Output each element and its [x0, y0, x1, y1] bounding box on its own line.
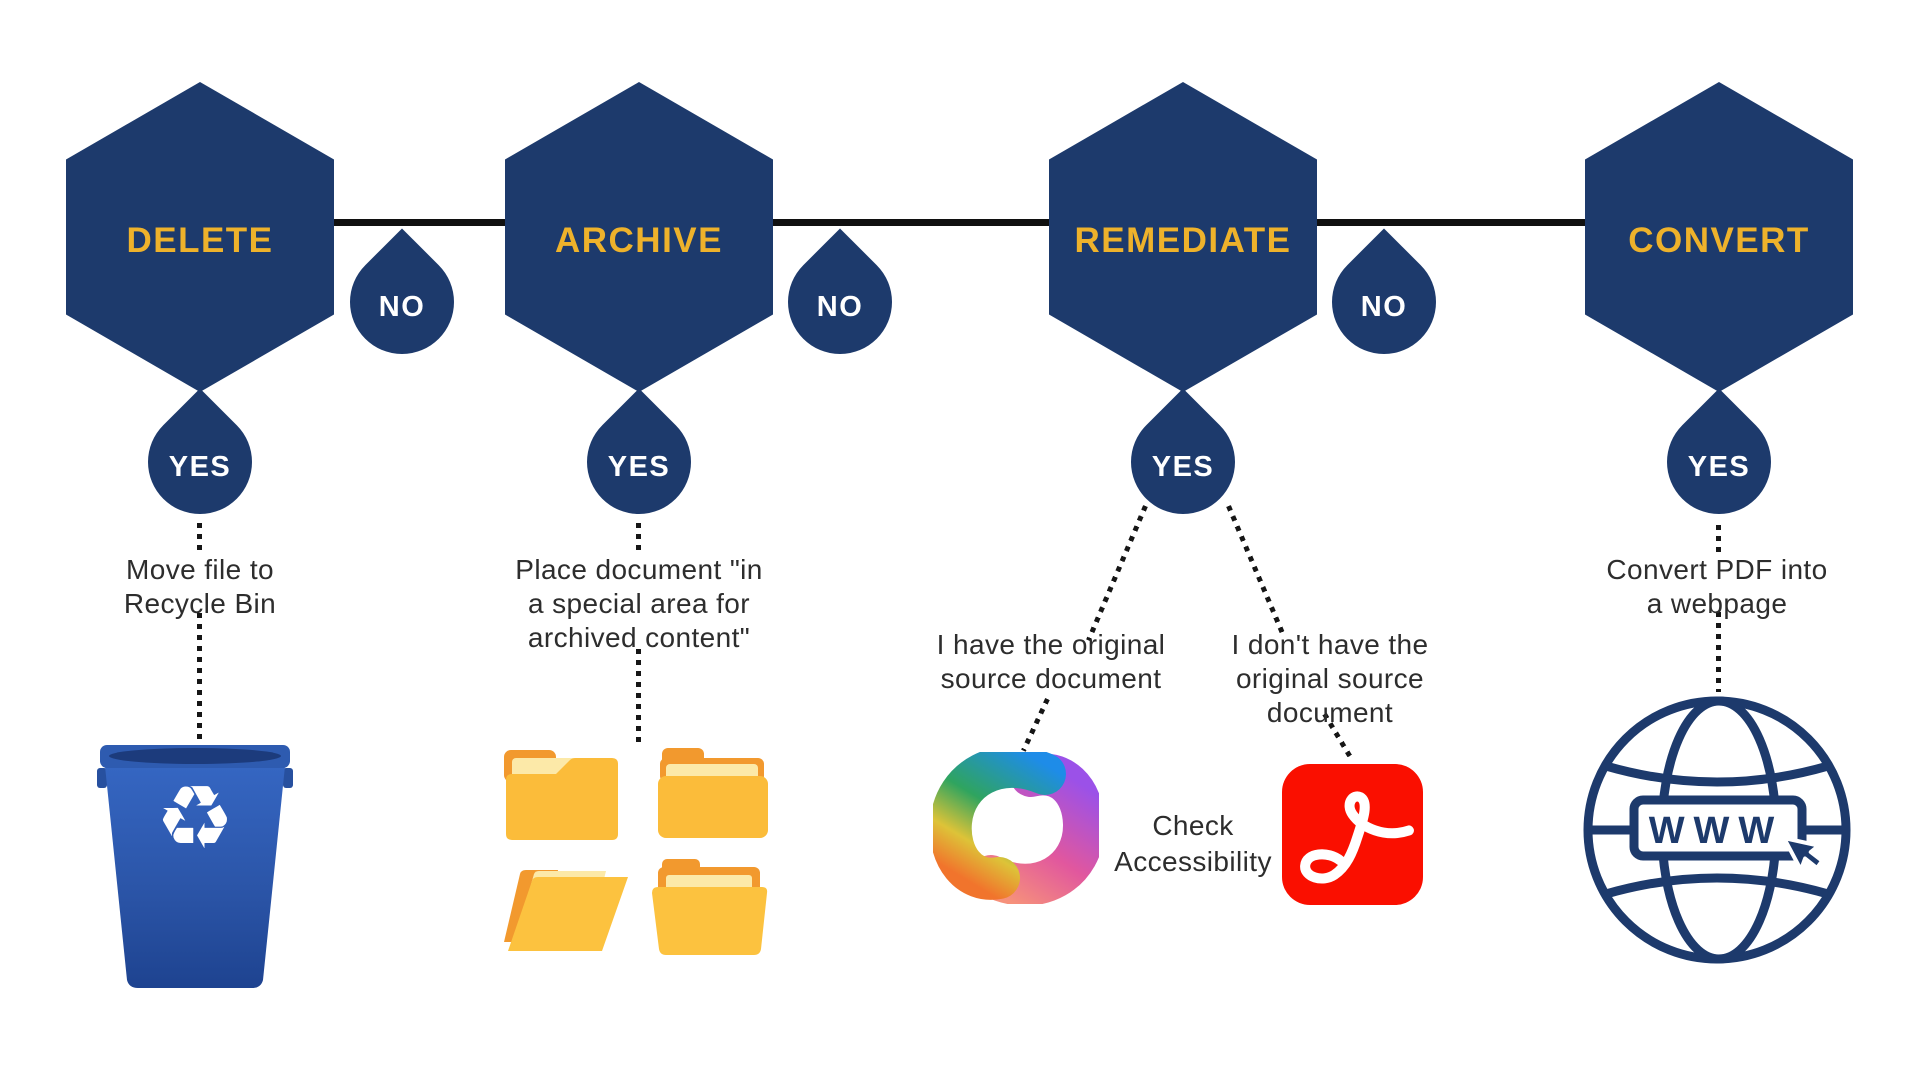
globe-www-icon: WWW: [1580, 692, 1854, 968]
caption-convert-line1: Convert PDF into: [1606, 554, 1828, 585]
acrobat-logo-icon: [1282, 764, 1423, 905]
hexagon-convert: CONVERT: [1585, 82, 1853, 392]
caption-check-line2: Accessibility: [1114, 846, 1272, 877]
hexagon-archive: ARCHIVE: [505, 82, 773, 392]
yes-drop-remediate-label: YES: [1151, 450, 1215, 483]
no-drop-2-label: NO: [816, 290, 864, 323]
dotted-line-remediate-left-2: [1021, 697, 1050, 752]
caption-remediate-right-line1: I don't have the: [1231, 629, 1429, 660]
caption-archive-line2: a special area for: [528, 588, 750, 619]
dotted-line-archive-2: [636, 649, 641, 743]
caption-convert: Convert PDF into a webpage: [1557, 553, 1877, 621]
recycle-symbol-icon: ♻: [156, 768, 235, 867]
caption-check-accessibility: Check Accessibility: [1063, 808, 1323, 880]
archive-folders-icon: [498, 743, 778, 959]
folder-open-left-icon: [504, 870, 628, 951]
cursor-arrow-icon: [1782, 836, 1825, 872]
folder-closed-right-icon: [658, 748, 768, 838]
main-connector-line: [200, 219, 1719, 226]
hexagon-archive-label: ARCHIVE: [554, 221, 724, 260]
hexagon-remediate-label: REMEDIATE: [1074, 221, 1292, 260]
no-drop-1-label: NO: [378, 290, 426, 323]
caption-remediate-right-line3: document: [1266, 697, 1394, 728]
recycle-bin-icon: ♻: [95, 740, 295, 992]
no-drop-2: NO: [766, 228, 914, 376]
dotted-line-convert-2: [1716, 612, 1721, 692]
caption-archive: Place document "in a special area for ar…: [469, 553, 809, 655]
no-drop-3-label: NO: [1360, 290, 1408, 323]
no-drop-3: NO: [1310, 228, 1458, 376]
yes-drop-delete: YES: [126, 388, 274, 536]
caption-remediate-right: I don't have the original source documen…: [1170, 628, 1490, 730]
dotted-line-delete-1: [197, 523, 202, 552]
caption-remediate-left-line1: I have the original: [936, 629, 1166, 660]
yes-drop-archive-label: YES: [607, 450, 671, 483]
caption-remediate-left: I have the original source document: [891, 628, 1211, 696]
folder-closed-left-icon: [504, 750, 618, 840]
caption-delete-line2: Recycle Bin: [123, 588, 277, 619]
dotted-line-delete-2: [197, 613, 202, 741]
hexagon-convert-label: CONVERT: [1628, 221, 1810, 260]
hexagon-remediate: REMEDIATE: [1049, 82, 1317, 392]
caption-remediate-right-line2: original source: [1235, 663, 1425, 694]
caption-remediate-left-line2: source document: [940, 663, 1162, 694]
caption-archive-line1: Place document "in: [515, 554, 763, 585]
yes-drop-remediate: YES: [1109, 388, 1257, 536]
caption-convert-line2: a webpage: [1646, 588, 1788, 619]
yes-drop-archive: YES: [565, 388, 713, 536]
hexagon-delete: DELETE: [66, 82, 334, 392]
yes-drop-delete-label: YES: [168, 450, 232, 483]
yes-drop-convert-label: YES: [1687, 450, 1751, 483]
dotted-line-convert-1: [1716, 525, 1721, 552]
copilot-logo-icon: [929, 745, 1105, 906]
dotted-line-archive-1: [636, 523, 641, 552]
caption-archive-line3: archived content": [527, 622, 751, 653]
yes-drop-convert: YES: [1645, 388, 1793, 536]
caption-delete-line1: Move file to: [126, 554, 274, 585]
no-drop-1: NO: [328, 228, 476, 376]
folder-open-right-icon: [652, 859, 768, 955]
caption-delete: Move file to Recycle Bin: [40, 553, 360, 621]
hexagon-delete-label: DELETE: [126, 221, 274, 260]
caption-check-line1: Check: [1152, 810, 1234, 841]
www-banner-text: WWW: [1649, 810, 1784, 852]
